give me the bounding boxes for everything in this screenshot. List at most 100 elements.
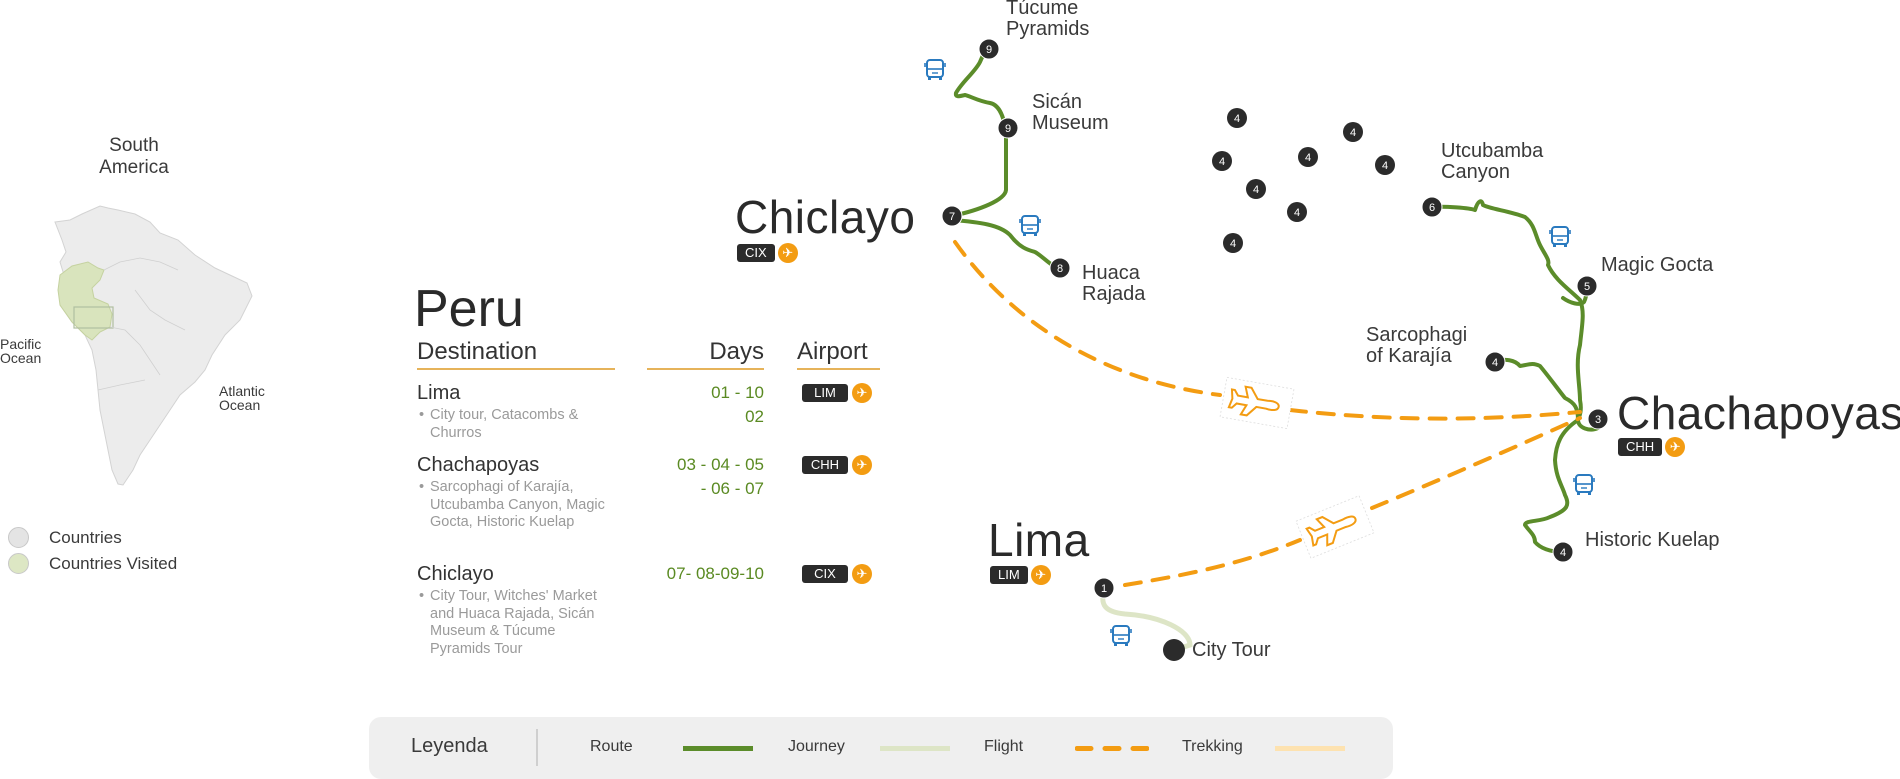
row-description-chachapoyas: •Sarcophagi of Karajía, Utcubamba Canyon… [419, 479, 605, 531]
peru-highlight-box [73, 306, 114, 329]
stop-label-tucume-pyramids: Túcume Pyramids [1006, 0, 1089, 40]
days-line: 02 [745, 406, 764, 426]
row-airport-chiclayo: CIX ✈ [802, 564, 872, 584]
scatter-marker[interactable]: 4 [1246, 179, 1266, 199]
countries-swatch [8, 527, 29, 548]
stop-label-historic-kuelap: Historic Kuelap [1585, 530, 1720, 551]
airplane-icon [1219, 376, 1295, 430]
airport-icon: ✈ [852, 383, 872, 403]
stop-marker-historic-kuelap[interactable]: 4 [1552, 541, 1574, 563]
airport-icon: ✈ [852, 564, 872, 584]
label-line: City Tour [1192, 639, 1271, 661]
airport-icon: ✈ [1030, 565, 1051, 585]
journey-line-lima [1100, 587, 1193, 653]
stop-marker-sarcophagi-of-karajia[interactable]: 4 [1484, 351, 1506, 373]
label-line: Túcume [1006, 0, 1079, 19]
stop-marker-chachapoyas[interactable]: 3 [1587, 408, 1609, 430]
stop-marker-sican-museum[interactable]: 9 [997, 117, 1019, 139]
airport-code: LIM [802, 384, 848, 402]
legend-journey-line [880, 746, 950, 751]
stop-marker-tucume-pyramids[interactable]: 9 [978, 38, 1000, 60]
marker-circle [941, 205, 963, 227]
scatter-marker[interactable]: 4 [1223, 233, 1243, 253]
marker-circle [1421, 196, 1443, 218]
marker-circle [1212, 151, 1232, 171]
scatter-marker[interactable]: 4 [1212, 151, 1232, 171]
city-label-lima[interactable]: Lima [988, 514, 1090, 566]
marker-number: 4 [1492, 357, 1498, 369]
airport-code: CIX [802, 565, 848, 583]
countries-visited-label: Countries Visited [49, 553, 178, 573]
label-line: Pyramids [1006, 18, 1090, 40]
airport-code: CIX [737, 244, 775, 262]
marker-number: 4 [1294, 207, 1300, 219]
marker-number: 7 [949, 211, 955, 223]
marker-number: 6 [1429, 202, 1435, 214]
legend-route-label: Route [590, 738, 633, 755]
stop-marker-huaca-rajada[interactable]: 8 [1049, 257, 1071, 279]
legend-flight-label: Flight [984, 738, 1024, 755]
marker-number: 9 [1005, 123, 1011, 135]
row-airport-chachapoyas: CHH ✈ [802, 455, 872, 475]
days-line: 01 - 10 [711, 383, 764, 402]
days-line: 07- 08-09-10 [666, 564, 764, 583]
stop-marker-magic-gocta[interactable]: 5 [1576, 275, 1598, 297]
row-days-chachapoyas: 03 - 04 - 05 - 06 - 07 [677, 453, 764, 501]
stop-marker-chiclayo[interactable]: 7 [941, 205, 963, 227]
ocean-label-line: Pacific [0, 336, 42, 352]
label-line: Sarcophagi [1366, 324, 1468, 346]
scatter-marker[interactable]: 4 [1227, 108, 1247, 128]
scatter-marker[interactable]: 4 [1375, 155, 1395, 175]
stop-label-city-tour: City Tour [1192, 640, 1271, 661]
description-text: City Tour, Witches' Market and Huaca Raj… [430, 588, 597, 658]
continent-shape [54, 205, 253, 486]
legend-route-line [683, 746, 753, 751]
marker-number: 4 [1253, 184, 1259, 196]
city-tour-dot[interactable] [1163, 639, 1185, 661]
route-lines [950, 47, 1600, 554]
label-line: of Karajía [1366, 345, 1452, 367]
label-line: Rajada [1082, 283, 1146, 305]
city-label-chachapoyas[interactable]: Chachapoyas [1617, 387, 1900, 439]
marker-number: 4 [1234, 113, 1240, 125]
marker-circle [1484, 351, 1506, 373]
marker-number: 9 [986, 44, 992, 56]
marker-number: 4 [1560, 547, 1566, 559]
legend-title: Leyenda [411, 735, 488, 757]
city-label-chiclayo[interactable]: Chiclayo [735, 191, 916, 243]
label-line: Magic Gocta [1601, 254, 1714, 276]
scatter-marker[interactable]: 4 [1298, 147, 1318, 167]
peru-shape [57, 261, 113, 341]
header-destination: Destination [417, 338, 615, 370]
scatter-marker[interactable]: 4 [1343, 122, 1363, 142]
marker-circle [1246, 179, 1266, 199]
legend-divider [536, 729, 538, 766]
ocean-label-line: Ocean [219, 397, 261, 413]
route-sarcophagi [1493, 357, 1580, 422]
marker-number: 4 [1219, 156, 1225, 168]
description-text: Sarcophagi of Karajía, Utcubamba Canyon,… [430, 479, 605, 531]
country-title: Peru [414, 280, 524, 338]
sa-title-line: South [109, 135, 159, 156]
stop-label-utcubamba-canyon: Utcubamba Canyon [1441, 141, 1543, 183]
stop-marker-utcubamba-canyon[interactable]: 6 [1421, 196, 1443, 218]
legend-countries: Countries [8, 527, 122, 548]
marker-circle [997, 117, 1019, 139]
stop-marker-lima[interactable]: 1 [1093, 577, 1115, 599]
marker-number: 4 [1230, 238, 1236, 250]
city-badge-lima: LIM ✈ [990, 565, 1051, 585]
header-airport: Airport [797, 338, 880, 370]
route-chiclayo-huaca [950, 218, 1062, 270]
marker-circle [1552, 541, 1574, 563]
bus-icon [1573, 474, 1595, 495]
city-badge-chiclayo: CIX ✈ [737, 243, 798, 263]
row-description-lima: •City tour, Catacombs & Churros [419, 407, 609, 442]
airport-icon: ✈ [777, 243, 798, 263]
atlantic-ocean-label: Atlantic Ocean [219, 384, 265, 412]
scatter-marker[interactable]: 4 [1287, 202, 1307, 222]
pacific-ocean-label: Pacific Ocean [0, 337, 41, 365]
flight-lines [953, 240, 1582, 587]
row-destination-chachapoyas: Chachapoyas [417, 454, 540, 476]
marker-number: 4 [1305, 152, 1311, 164]
